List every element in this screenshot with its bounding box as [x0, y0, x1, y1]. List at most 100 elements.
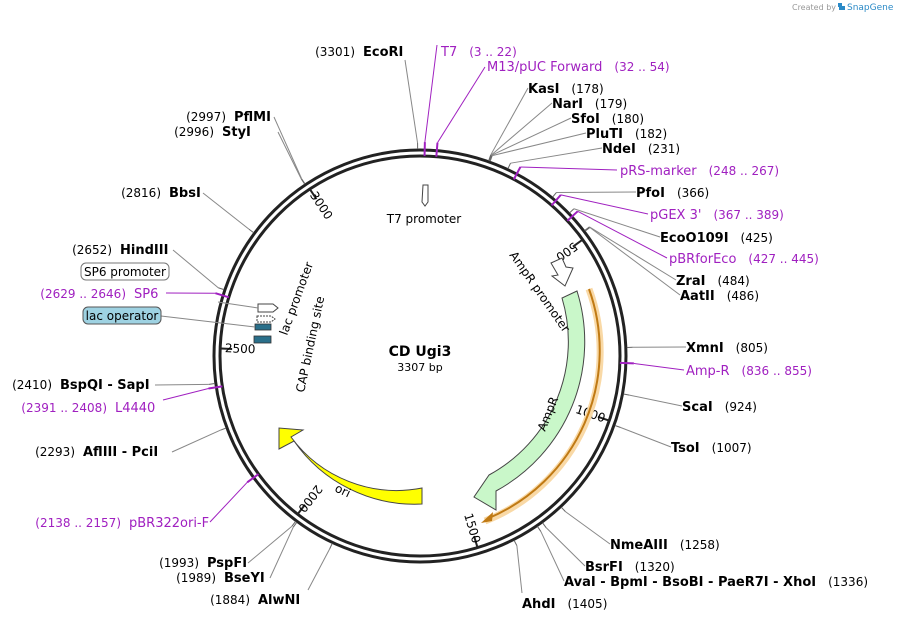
enzyme-position: (179) — [595, 97, 627, 111]
enzyme-leader — [154, 383, 209, 386]
ori-label: ori — [333, 481, 353, 500]
enzyme-site[interactable]: AatII(486) — [680, 289, 759, 304]
primer-name: pGEX 3' — [650, 208, 701, 223]
enzyme-site[interactable]: AhdI(1405) — [522, 597, 607, 612]
primer-name: pBR322ori-F — [129, 516, 209, 531]
enzyme-site-mark — [292, 522, 298, 528]
sp6-leader — [217, 301, 259, 309]
enzyme-name: AatII — [680, 289, 715, 304]
primer-position: (248 .. 267) — [709, 164, 779, 178]
enzyme-site[interactable]: SfoI(180) — [571, 112, 644, 127]
enzyme-site-mark — [220, 427, 227, 431]
enzyme-site[interactable]: TsoI(1007) — [671, 441, 752, 456]
enzyme-site[interactable]: NarI (179) — [552, 97, 627, 112]
tick-mark — [309, 189, 318, 200]
enzyme-position: (182) — [635, 127, 667, 141]
enzyme-leader — [589, 227, 681, 296]
primer-name: pBRforEco — [669, 252, 736, 267]
enzyme-name: AflIII - PciI — [83, 445, 158, 460]
tick-label: 2500 — [225, 341, 256, 356]
enzyme-position: (1405) — [567, 597, 607, 611]
enzyme-name: BbsI — [169, 186, 201, 201]
t7-promoter-arrow[interactable] — [421, 184, 429, 207]
enzyme-leader — [202, 192, 250, 230]
enzyme-position: (2996) — [174, 125, 214, 139]
enzyme-site[interactable]: PfoI(366) — [636, 186, 709, 201]
lac-promoter-arrow[interactable] — [256, 315, 276, 323]
enzyme-name: NarI — [552, 97, 583, 112]
primer-site[interactable]: SP6(2629 .. 2646) — [40, 287, 158, 302]
enzyme-site[interactable]: ZraI(484) — [676, 274, 750, 289]
primer-name: L4440 — [115, 401, 155, 416]
primer-site[interactable]: M13/pUC Forward(32 .. 54) — [487, 60, 670, 75]
enzyme-site[interactable]: NdeI(231) — [602, 142, 680, 157]
enzyme-position: (1258) — [680, 538, 720, 552]
primer-site[interactable]: T7(3 .. 22) — [440, 45, 517, 60]
enzyme-site[interactable]: (2652) HindIII — [72, 243, 168, 258]
credit-prefix: Created by — [792, 3, 836, 12]
credit-brand: SnapGene — [847, 3, 894, 13]
primer-site[interactable]: pBR322ori-F(2138 .. 2157) — [35, 516, 209, 531]
enzyme-site-mark — [329, 543, 333, 550]
enzyme-site[interactable]: XmnI(805) — [686, 341, 768, 356]
enzyme-site[interactable]: (2997)PflMI — [186, 110, 271, 125]
enzyme-site-mark — [552, 192, 557, 198]
enzyme-site[interactable]: (1884)AlwNI — [210, 593, 300, 608]
sp6-promoter-label: SP6 promoter — [84, 265, 166, 279]
enzyme-site-mark — [489, 155, 493, 162]
snapgene-logo-icon — [838, 3, 845, 10]
primer-leader — [437, 66, 486, 143]
enzyme-site[interactable]: KasI(178) — [528, 82, 604, 97]
ampr-feature-arrow[interactable] — [473, 290, 586, 511]
primer-leader — [424, 44, 438, 143]
primer-site[interactable]: pBRforEco(427 .. 445) — [669, 252, 819, 267]
enzyme-site[interactable]: NmeAIII (1258) — [610, 538, 720, 553]
enzyme-leader — [540, 531, 565, 582]
enzyme-site[interactable]: (2410)BspQI - SapI — [12, 378, 149, 393]
backbone-inner — [218, 154, 622, 558]
primer-leader — [209, 481, 248, 523]
enzyme-site[interactable]: (2816)BbsI — [121, 186, 201, 201]
enzyme-site-mark — [291, 521, 296, 527]
sp6-promoter-arrow[interactable] — [257, 303, 279, 313]
lac-operator-box[interactable] — [254, 323, 272, 331]
sp6-promoter-label-box — [80, 262, 170, 281]
tick-mark — [473, 535, 479, 547]
enzyme-leader — [589, 226, 677, 281]
primer-site[interactable]: Amp-R(836 .. 855) — [686, 364, 812, 379]
primer-position: (836 .. 855) — [742, 364, 812, 378]
enzyme-site[interactable]: (2996)StyI — [174, 125, 251, 140]
enzyme-site[interactable]: (1993)PspFI — [159, 556, 247, 571]
ori-feature-arrow[interactable] — [278, 427, 423, 505]
enzyme-leader — [172, 249, 219, 289]
plasmid-name: CD Ugi3 — [389, 344, 452, 360]
enzyme-site[interactable]: BsrFI(1320) — [585, 560, 675, 575]
primer-position: (32 .. 54) — [614, 60, 669, 74]
enzyme-site[interactable]: ScaI(924) — [682, 400, 757, 415]
enzyme-name: HindIII — [120, 243, 168, 258]
enzyme-position: (1989) — [176, 571, 216, 585]
primer-site[interactable]: pRS-marker(248 .. 267) — [620, 164, 779, 179]
primer-leader — [633, 362, 685, 371]
enzyme-name: XmnI — [686, 341, 724, 356]
enzyme-site[interactable]: EcoO109I(425) — [660, 231, 773, 246]
enzyme-site[interactable]: (3301)EcoRI — [315, 45, 403, 60]
primer-site[interactable]: L4440(2391 .. 2408) — [21, 401, 155, 416]
ampr-promoter-arrow[interactable] — [550, 257, 574, 287]
enzyme-position: (425) — [741, 231, 773, 245]
enzyme-site-mark — [614, 425, 621, 428]
enzyme-leader — [492, 132, 587, 157]
enzyme-site[interactable]: (2293)AflIII - PciI — [35, 445, 158, 460]
enzyme-site-mark — [507, 162, 511, 169]
enzyme-position: (2997) — [186, 110, 226, 124]
enzyme-name: PspFI — [207, 556, 247, 571]
enzyme-site[interactable]: AvaI - BpmI - BsoBI - PaeR7I - XhoI(1336… — [564, 575, 868, 590]
cap-site-box[interactable] — [253, 335, 272, 344]
enzyme-name: NmeAIII — [610, 538, 668, 553]
enzyme-name: ScaI — [682, 400, 713, 415]
enzyme-name: PfoI — [636, 186, 665, 201]
enzyme-position: (2652) — [72, 243, 112, 257]
primer-site[interactable]: pGEX 3'(367 .. 389) — [650, 208, 784, 223]
enzyme-site[interactable]: (1989)BseYI — [176, 571, 265, 586]
enzyme-site[interactable]: PluTI(182) — [586, 127, 667, 142]
